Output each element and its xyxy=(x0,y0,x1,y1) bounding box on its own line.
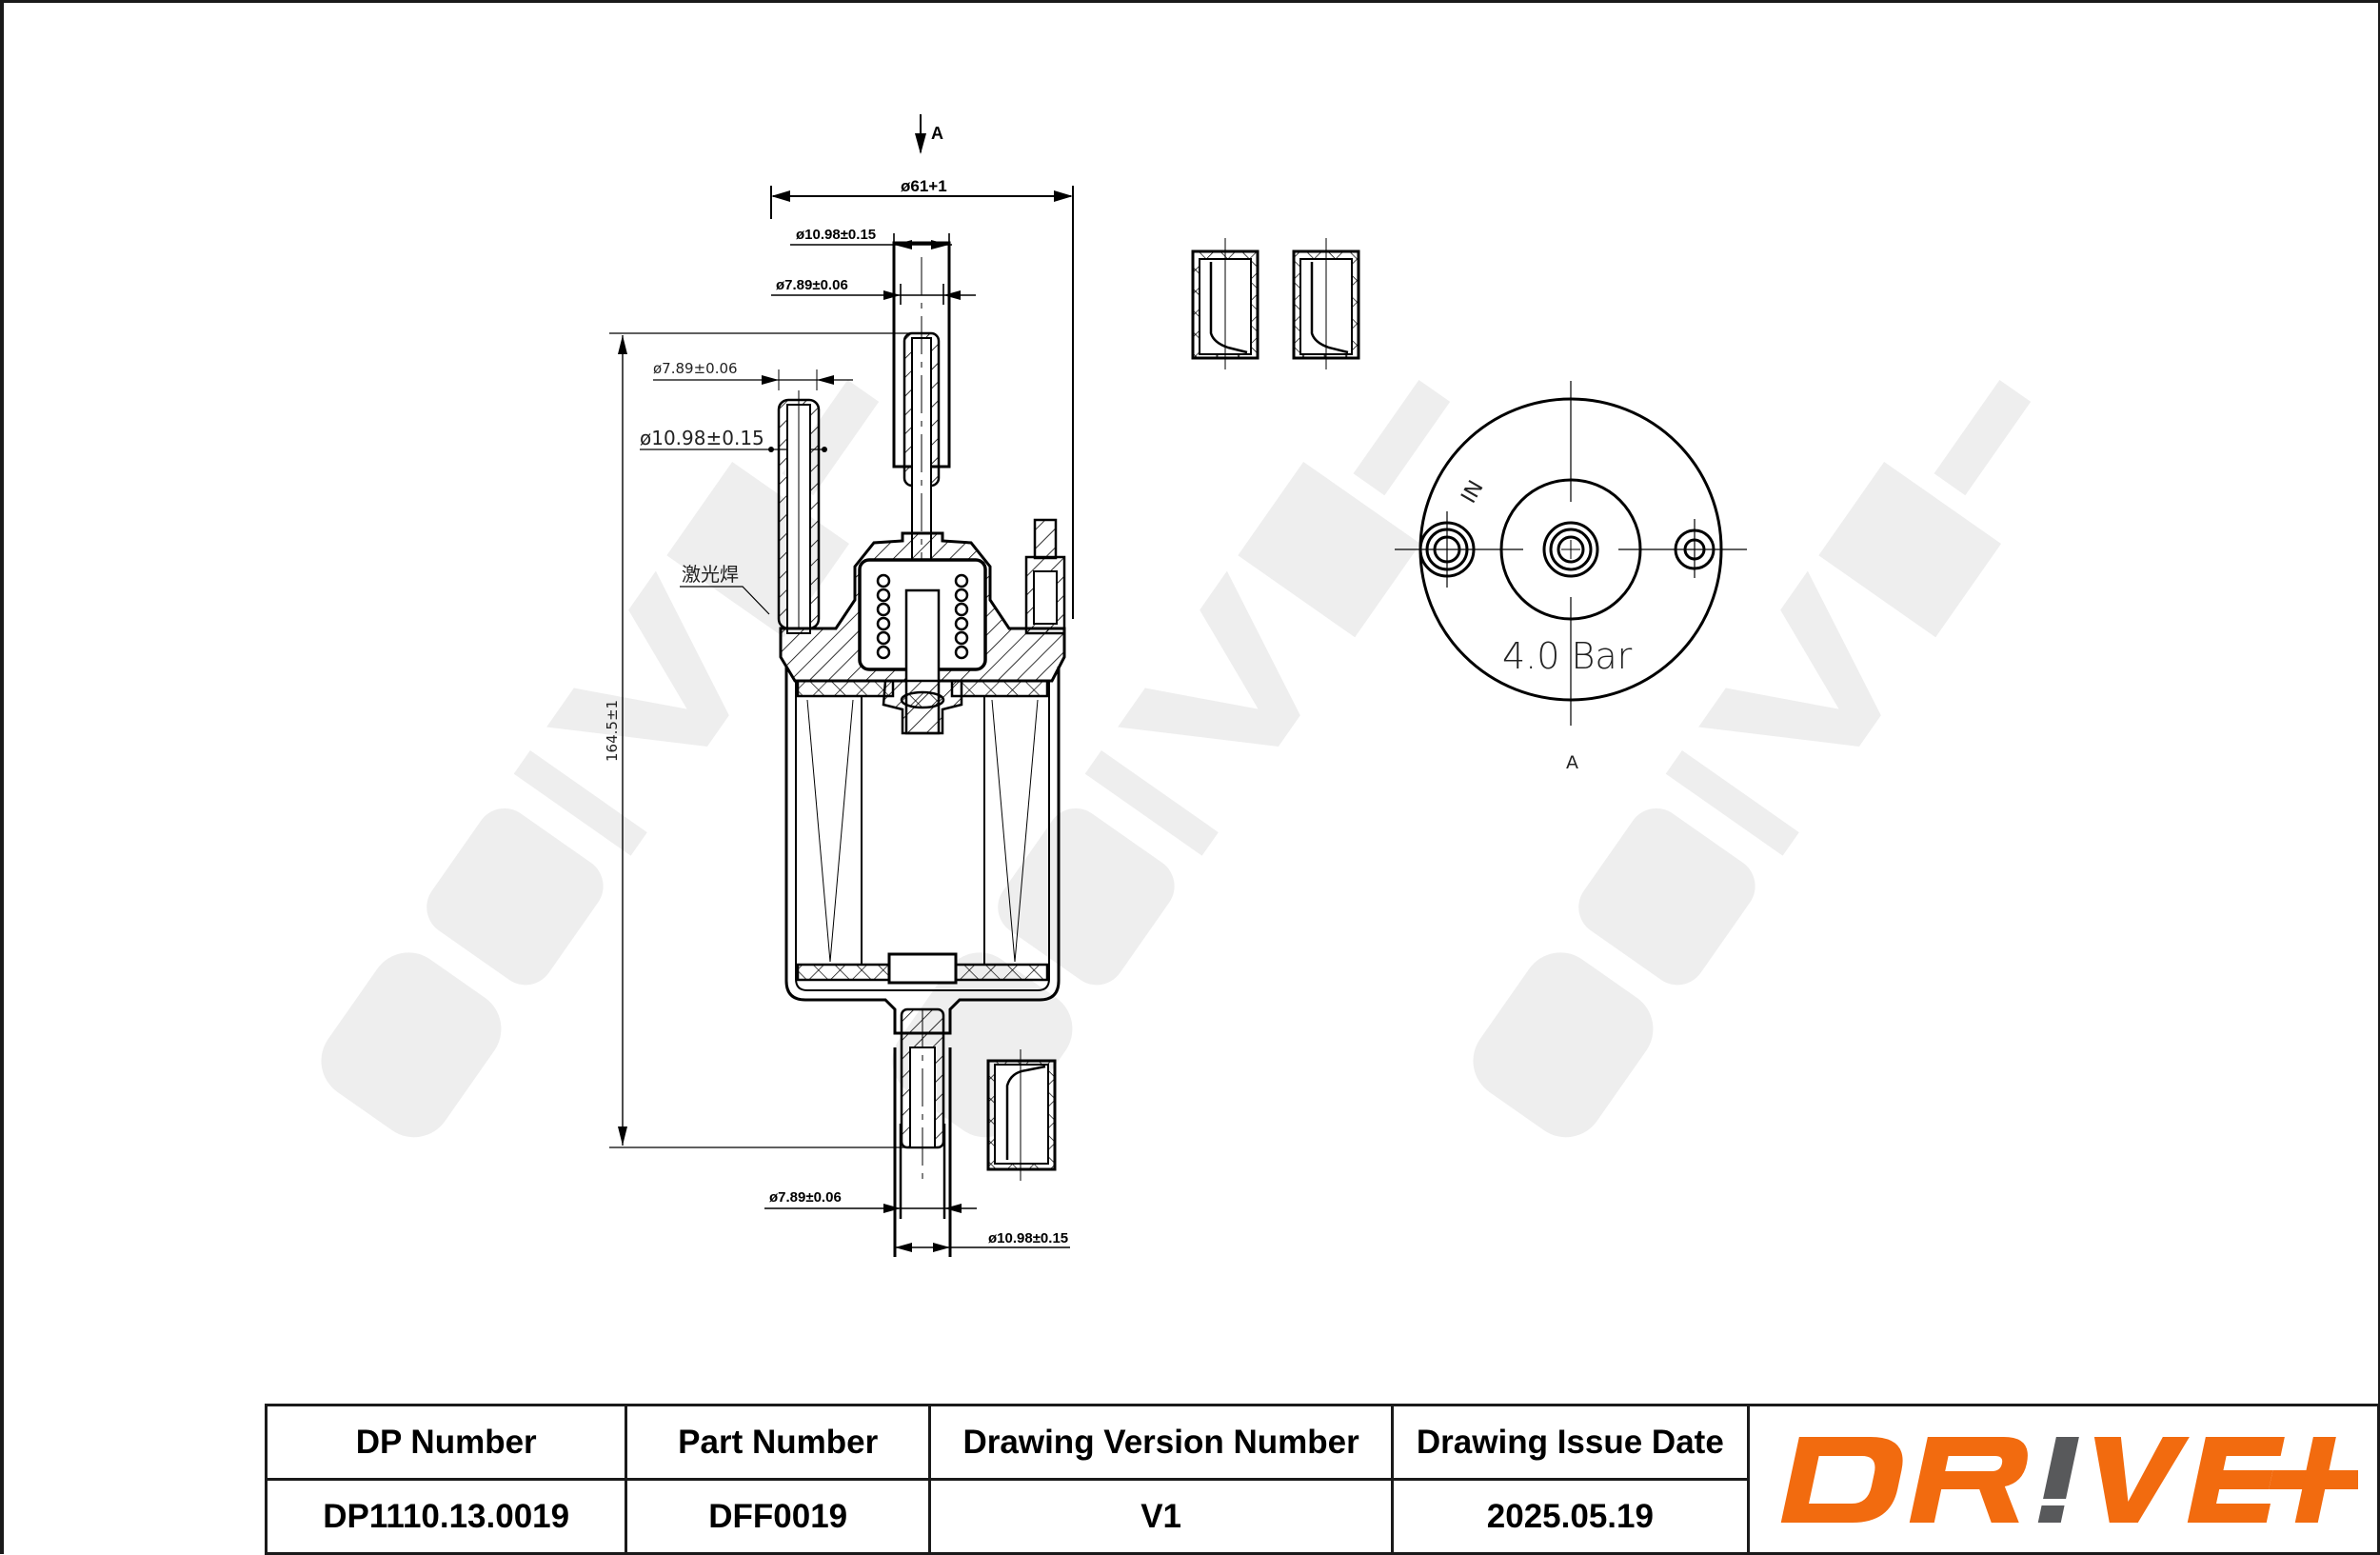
title-block: DP Number Part Number Drawing Version Nu… xyxy=(264,1404,2380,1555)
header-part-number: Part Number xyxy=(625,1404,932,1481)
header-drawing-version: Drawing Version Number xyxy=(928,1404,1395,1481)
section-view-label: A xyxy=(1566,752,1578,773)
center-port-icon xyxy=(1542,521,1599,578)
top-outlet-outer-label: ø10.98±0.15 xyxy=(796,227,876,243)
inlet-mark: IN xyxy=(1458,477,1489,508)
value-part-number: DFF0019 xyxy=(625,1478,932,1555)
view-a-label: A xyxy=(931,124,943,143)
stud-port-icon xyxy=(1674,519,1716,578)
spring-left-icon xyxy=(876,573,891,660)
top-outlet-inner-dimension xyxy=(771,284,976,305)
side-outlet-inner-dimension xyxy=(653,369,853,390)
spring-right-icon xyxy=(954,573,969,660)
value-issue-date: 2025.05.19 xyxy=(1391,1478,1750,1555)
side-stud xyxy=(1024,518,1066,635)
value-drawing-version: V1 xyxy=(928,1478,1395,1555)
overall-length-dimension xyxy=(609,332,914,1148)
sleeve-cap-3 xyxy=(986,1049,1057,1181)
header-issue-date: Drawing Issue Date xyxy=(1391,1404,1750,1481)
title-block-value-row: DP1110.13.0019 DFF0019 V1 2025.05.19 xyxy=(264,1478,2379,1555)
overall-diameter-label: ø61+1 xyxy=(901,177,947,195)
drive-plus-logo-icon xyxy=(1780,1436,2359,1523)
watermark-3 xyxy=(1473,379,2032,1138)
title-block-header-row: DP Number Part Number Drawing Version Nu… xyxy=(264,1404,2380,1555)
valve-housing xyxy=(779,531,1066,735)
bottom-inlet-inner-dimension xyxy=(764,1204,977,1213)
logo-cell xyxy=(1746,1404,2380,1555)
pressure-label: 4.0 Bar xyxy=(1502,635,1633,677)
bottom-inlet-outer-dimension xyxy=(895,1243,1070,1252)
bottom-inlet-inner-label: ø7.89±0.06 xyxy=(769,1189,842,1206)
side-outlet-inner-label: ø7.89±0.06 xyxy=(653,360,738,377)
top-outlet-inner-label: ø7.89±0.06 xyxy=(776,277,848,293)
sleeve-cap-2 xyxy=(1292,238,1360,369)
drive-plus-logo xyxy=(1750,1408,2378,1551)
watermark-1 xyxy=(321,379,880,1138)
side-outlet-tube xyxy=(777,390,821,634)
bottom-inlet-tube xyxy=(893,1007,952,1257)
view-a-arrow-icon xyxy=(915,114,926,154)
header-dp-number: DP Number xyxy=(264,1404,628,1481)
weld-leader-line xyxy=(680,586,770,615)
overall-length-label: 164.5±1 xyxy=(604,700,621,762)
side-port-icon xyxy=(1418,511,1476,588)
value-dp-number: DP1110.13.0019 xyxy=(264,1478,628,1555)
sleeve-cap-1 xyxy=(1191,238,1259,369)
weld-annotation: 激光焊 xyxy=(682,563,739,586)
overall-diameter-dimension xyxy=(770,186,1074,619)
end-view-a: IN 4.0 Bar A xyxy=(1395,381,1747,773)
top-outlet-tube xyxy=(892,241,951,705)
side-outlet-outer-label: ø10.98±0.15 xyxy=(640,427,764,449)
bottom-inlet-outer-label: ø10.98±0.15 xyxy=(988,1230,1068,1246)
watermark-2 xyxy=(892,379,1451,1138)
